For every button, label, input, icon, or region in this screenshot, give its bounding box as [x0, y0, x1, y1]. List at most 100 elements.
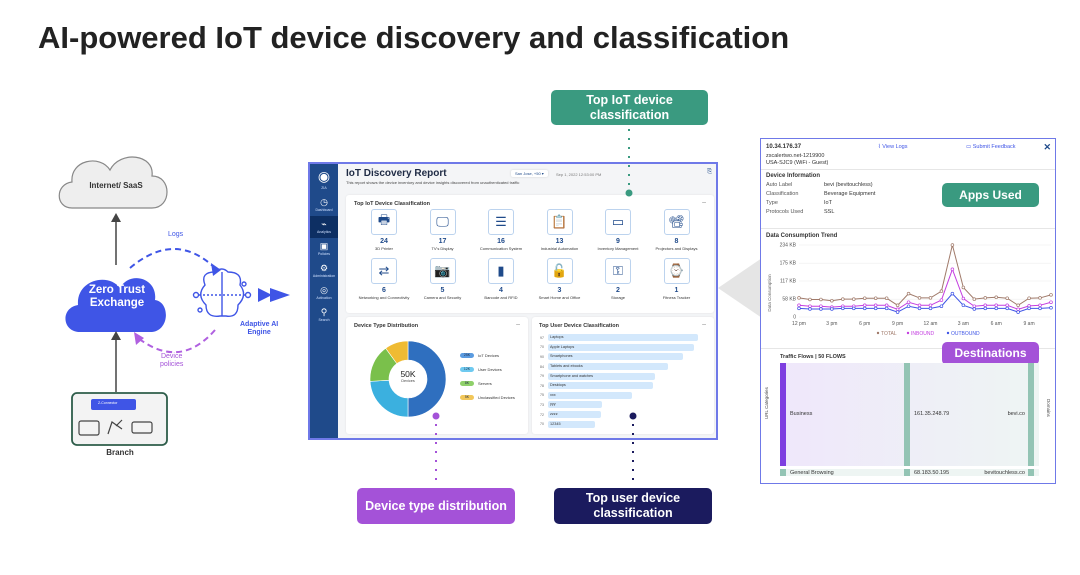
data-point[interactable]: [841, 297, 845, 301]
data-point[interactable]: [808, 304, 812, 308]
data-point[interactable]: [972, 304, 977, 308]
submit-feedback-link[interactable]: ▭ Submit Feedback: [966, 144, 1016, 150]
data-point[interactable]: [950, 291, 955, 296]
sidebar-item-administration[interactable]: ⚙Administration: [310, 260, 338, 282]
data-point[interactable]: [1016, 310, 1020, 314]
data-point[interactable]: [1005, 303, 1009, 308]
data-point[interactable]: [1016, 303, 1020, 308]
sidebar-item-policies[interactable]: ▣Policies: [310, 238, 338, 260]
data-point[interactable]: [797, 296, 801, 300]
data-point[interactable]: [917, 306, 922, 311]
data-point[interactable]: [917, 296, 922, 300]
data-point[interactable]: [939, 298, 944, 302]
sidebar-item-dashboard[interactable]: ◷Dashboard: [310, 194, 338, 216]
data-point[interactable]: [1005, 296, 1009, 300]
data-point[interactable]: [797, 306, 801, 311]
data-point[interactable]: [895, 310, 900, 314]
data-point[interactable]: [1038, 296, 1042, 300]
data-point[interactable]: [873, 306, 878, 311]
data-point[interactable]: [1016, 307, 1020, 312]
data-point[interactable]: [939, 289, 944, 293]
data-point[interactable]: [819, 307, 823, 311]
data-point[interactable]: [1038, 306, 1042, 311]
data-point[interactable]: [961, 285, 966, 290]
data-point[interactable]: [994, 303, 998, 308]
data-point[interactable]: [862, 296, 867, 300]
view-logs-link[interactable]: ⌇ View Logs: [878, 144, 908, 150]
data-point[interactable]: [830, 307, 834, 311]
data-point[interactable]: [852, 297, 856, 301]
donut-slice-user-devices[interactable]: [369, 379, 409, 418]
data-point[interactable]: [884, 306, 889, 311]
data-point[interactable]: [972, 297, 977, 301]
data-point[interactable]: [1049, 293, 1053, 297]
data-point[interactable]: [819, 297, 823, 302]
data-point[interactable]: [808, 307, 812, 311]
data-point[interactable]: [917, 303, 922, 308]
close-icon[interactable]: ✕: [1043, 142, 1051, 152]
data-point[interactable]: [1038, 303, 1042, 308]
sidebar-item-activation[interactable]: ◎Activation: [310, 282, 338, 304]
export-icon[interactable]: ⎘: [707, 169, 712, 175]
data-point[interactable]: [983, 303, 988, 308]
collapse-icon[interactable]: –: [702, 199, 706, 206]
data-point[interactable]: [994, 306, 998, 311]
data-point[interactable]: [884, 296, 889, 300]
data-point[interactable]: [939, 304, 944, 308]
data-point[interactable]: [1027, 306, 1031, 311]
data-point[interactable]: [830, 298, 834, 303]
data-point[interactable]: [906, 304, 911, 308]
sidebar-item-search[interactable]: ⚲Search: [310, 304, 338, 326]
data-point[interactable]: [1049, 300, 1053, 304]
donut-slice-unclassified-devices[interactable]: [385, 340, 409, 365]
data-point[interactable]: [895, 307, 900, 312]
data-point[interactable]: [884, 303, 889, 308]
collapse-icon[interactable]: –: [516, 321, 520, 328]
sidebar-item-analytics[interactable]: ⌁Analytics: [310, 216, 338, 238]
data-point[interactable]: [950, 267, 955, 272]
data-point[interactable]: [906, 291, 911, 296]
data-point[interactable]: [852, 306, 856, 311]
data-point[interactable]: [862, 306, 867, 311]
data-point[interactable]: [862, 303, 867, 308]
donut-slice-iot-devices[interactable]: [407, 340, 447, 418]
sankey-node-ip1[interactable]: [904, 363, 910, 466]
data-point[interactable]: [819, 304, 823, 308]
data-point[interactable]: [983, 296, 988, 300]
data-point[interactable]: [797, 303, 801, 308]
data-point[interactable]: [1027, 296, 1031, 300]
data-point[interactable]: [1049, 306, 1053, 310]
location-select[interactable]: San Jose, +50 ▾: [511, 170, 548, 177]
data-point[interactable]: [873, 296, 878, 300]
data-point[interactable]: [928, 306, 933, 311]
data-point[interactable]: [983, 306, 988, 311]
data-point[interactable]: [895, 303, 900, 308]
data-point[interactable]: [928, 296, 933, 300]
data-point[interactable]: [961, 296, 966, 301]
data-point[interactable]: [950, 243, 955, 247]
data-point[interactable]: [841, 306, 845, 311]
collapse-icon[interactable]: –: [702, 321, 706, 328]
data-point[interactable]: [1005, 306, 1009, 311]
sidebar-item-zia[interactable]: ◉ZIA: [310, 164, 338, 194]
